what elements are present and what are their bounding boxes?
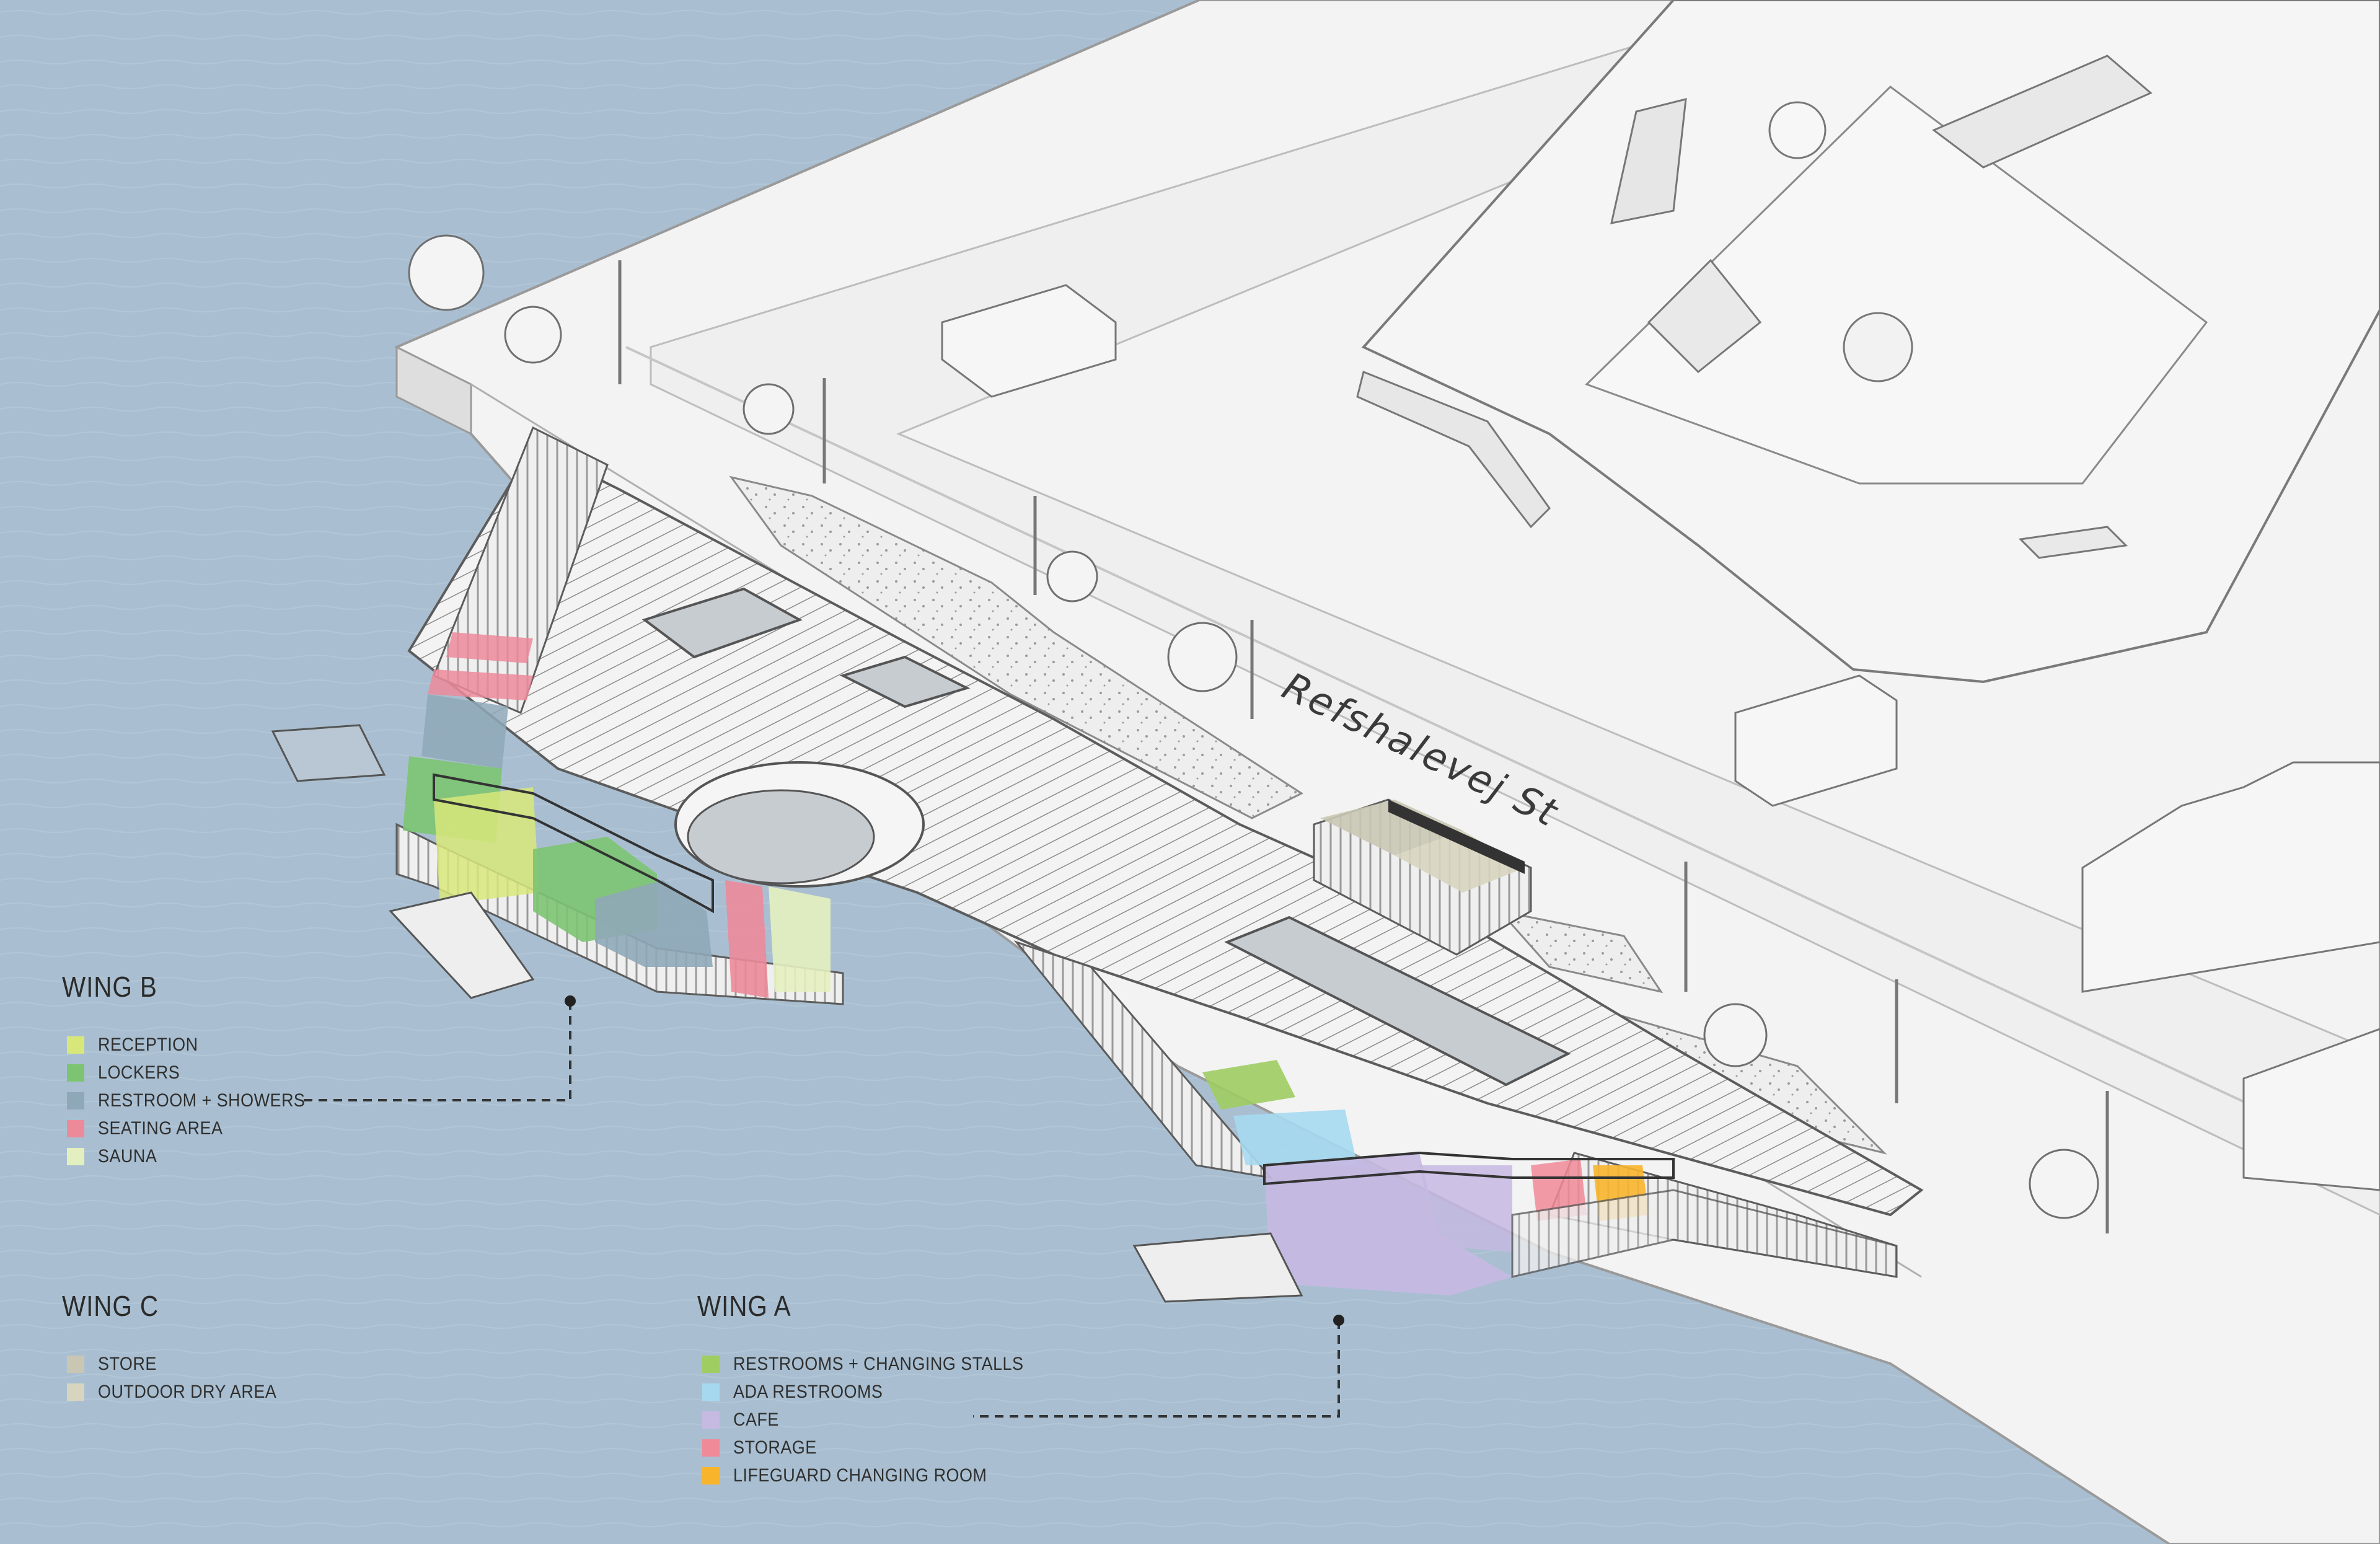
wing-a-leader-dot bbox=[1333, 1315, 1344, 1326]
wing-b-legend-title: WING B bbox=[62, 971, 157, 1003]
wing-b-leader-dot bbox=[565, 995, 576, 1007]
storage-swatch bbox=[702, 1439, 720, 1457]
block-building-2 bbox=[1734, 674, 1898, 807]
block-building-3 bbox=[2081, 761, 2380, 993]
wing-b-legend: RECEPTION LOCKERS RESTROOM + SHOWERS SEA… bbox=[67, 1031, 328, 1170]
legend-label: STORAGE bbox=[733, 1437, 817, 1458]
wing-b-seating bbox=[428, 669, 533, 700]
wing-a-platform bbox=[1132, 1232, 1303, 1303]
wing-b-leader bbox=[298, 1001, 571, 1101]
pool-2 bbox=[839, 655, 971, 708]
outdoor-dry-area-swatch bbox=[67, 1383, 84, 1401]
legend-label: CAFE bbox=[733, 1409, 779, 1430]
legend-item-lockers: LOCKERS bbox=[67, 1059, 328, 1087]
legend-item-cafe: CAFE bbox=[702, 1406, 1056, 1434]
tree bbox=[743, 383, 795, 435]
tree bbox=[504, 306, 562, 364]
block-building-1 bbox=[941, 284, 1117, 398]
legend-label: SEATING AREA bbox=[98, 1118, 223, 1139]
small-house bbox=[1647, 258, 1762, 374]
tree bbox=[1703, 1003, 1768, 1067]
sculpture-circle bbox=[1843, 312, 1913, 382]
curved-bench bbox=[1356, 370, 1551, 529]
wing-c-store bbox=[1320, 800, 1463, 855]
sauna-swatch bbox=[67, 1147, 84, 1165]
legend-label: RECEPTION bbox=[98, 1034, 198, 1055]
wing-b-seating-top bbox=[446, 632, 533, 663]
restrooms-changing-swatch bbox=[702, 1355, 720, 1373]
legend-label: ADA RESTROOMS bbox=[733, 1381, 883, 1402]
wing-a-roof-outline bbox=[1263, 1151, 1675, 1186]
tree bbox=[408, 234, 485, 311]
legend-item-lifeguard: LIFEGUARD CHANGING ROOM bbox=[702, 1462, 1056, 1489]
cafe-swatch bbox=[702, 1411, 720, 1429]
wing-b-building bbox=[389, 632, 844, 1005]
skate-ramp bbox=[1932, 55, 2153, 169]
legend-label: LIFEGUARD CHANGING ROOM bbox=[733, 1465, 987, 1486]
wing-a-legend-title: WING A bbox=[697, 1290, 791, 1322]
legend-item-storage: STORAGE bbox=[702, 1434, 1056, 1462]
fountain bbox=[1768, 101, 1827, 159]
plaza-inner bbox=[1585, 86, 2208, 485]
wing-b-reception bbox=[434, 787, 539, 905]
bench-pill bbox=[2018, 526, 2128, 559]
legend-label: LOCKERS bbox=[98, 1062, 180, 1083]
reception-swatch bbox=[67, 1036, 84, 1054]
legend-item-ada-restrooms: ADA RESTROOMS bbox=[702, 1378, 1056, 1406]
legend-item-restroom-showers: RESTROOM + SHOWERS bbox=[67, 1087, 328, 1114]
wing-b-seating-lower bbox=[725, 880, 769, 998]
wing-b-platform bbox=[389, 891, 535, 999]
swim-platform-left bbox=[271, 724, 386, 782]
planting-strip-upper bbox=[729, 475, 1304, 819]
tree bbox=[1046, 550, 1098, 602]
legend-label: RESTROOMS + CHANGING STALLS bbox=[733, 1353, 1024, 1374]
wing-b-restroom-lower bbox=[595, 880, 713, 967]
wing-b-roof-outline bbox=[433, 773, 714, 914]
leader-lines bbox=[298, 1001, 1340, 1418]
legend-label: RESTROOM + SHOWERS bbox=[98, 1090, 306, 1111]
legend-item-seating-area: SEATING AREA bbox=[67, 1114, 328, 1142]
wing-a-cafe-side bbox=[1419, 1165, 1512, 1252]
planting-strip-lower bbox=[1497, 909, 1664, 994]
wing-a-fence bbox=[1511, 1189, 1898, 1278]
legend-label: OUTDOOR DRY AREA bbox=[98, 1381, 277, 1402]
legend-item-store: STORE bbox=[67, 1350, 296, 1378]
seating-area-swatch bbox=[67, 1119, 84, 1137]
wing-a-cafe-main bbox=[1264, 1153, 1512, 1295]
wing-c-legend-title: WING C bbox=[62, 1290, 159, 1322]
wing-c-roof-edge bbox=[1388, 800, 1525, 874]
pavilion-roof bbox=[1610, 98, 1687, 224]
pool-1 bbox=[641, 587, 803, 659]
wing-a-ada bbox=[1233, 1109, 1357, 1165]
legend-item-outdoor-dry-area: OUTDOOR DRY AREA bbox=[67, 1378, 296, 1406]
restroom-showers-swatch bbox=[67, 1092, 84, 1109]
wing-c-dry-area bbox=[1395, 831, 1525, 893]
wing-c-building bbox=[1313, 798, 1532, 956]
ada-restrooms-swatch bbox=[702, 1383, 720, 1401]
lifeguard-swatch bbox=[702, 1467, 720, 1484]
legend-item-restrooms-changing: RESTROOMS + CHANGING STALLS bbox=[702, 1350, 1056, 1378]
street-lamps bbox=[618, 260, 2109, 1233]
wing-a-restrooms-changing bbox=[1202, 1060, 1295, 1109]
quay-edge bbox=[395, 345, 472, 436]
store-swatch bbox=[67, 1355, 84, 1373]
lockers-swatch bbox=[67, 1064, 84, 1082]
legend-label: STORE bbox=[98, 1353, 157, 1374]
tree bbox=[2029, 1149, 2099, 1219]
round-pool bbox=[687, 789, 875, 884]
pool-3 bbox=[1224, 915, 1571, 1087]
legend-label: SAUNA bbox=[98, 1145, 157, 1167]
trees bbox=[408, 234, 2099, 1219]
wing-a-legend: RESTROOMS + CHANGING STALLS ADA RESTROOM… bbox=[702, 1350, 1056, 1489]
wing-b-sauna bbox=[769, 886, 831, 992]
legend-item-sauna: SAUNA bbox=[67, 1142, 328, 1170]
wing-a-leader bbox=[973, 1320, 1340, 1418]
wing-c-legend: STORE OUTDOOR DRY AREA bbox=[67, 1350, 296, 1406]
block-building-4 bbox=[2242, 1028, 2380, 1191]
legend-item-reception: RECEPTION bbox=[67, 1031, 328, 1059]
tree bbox=[1167, 622, 1238, 692]
wing-b-restroom-upper bbox=[421, 694, 508, 769]
wing-a-building bbox=[1132, 1060, 1898, 1303]
